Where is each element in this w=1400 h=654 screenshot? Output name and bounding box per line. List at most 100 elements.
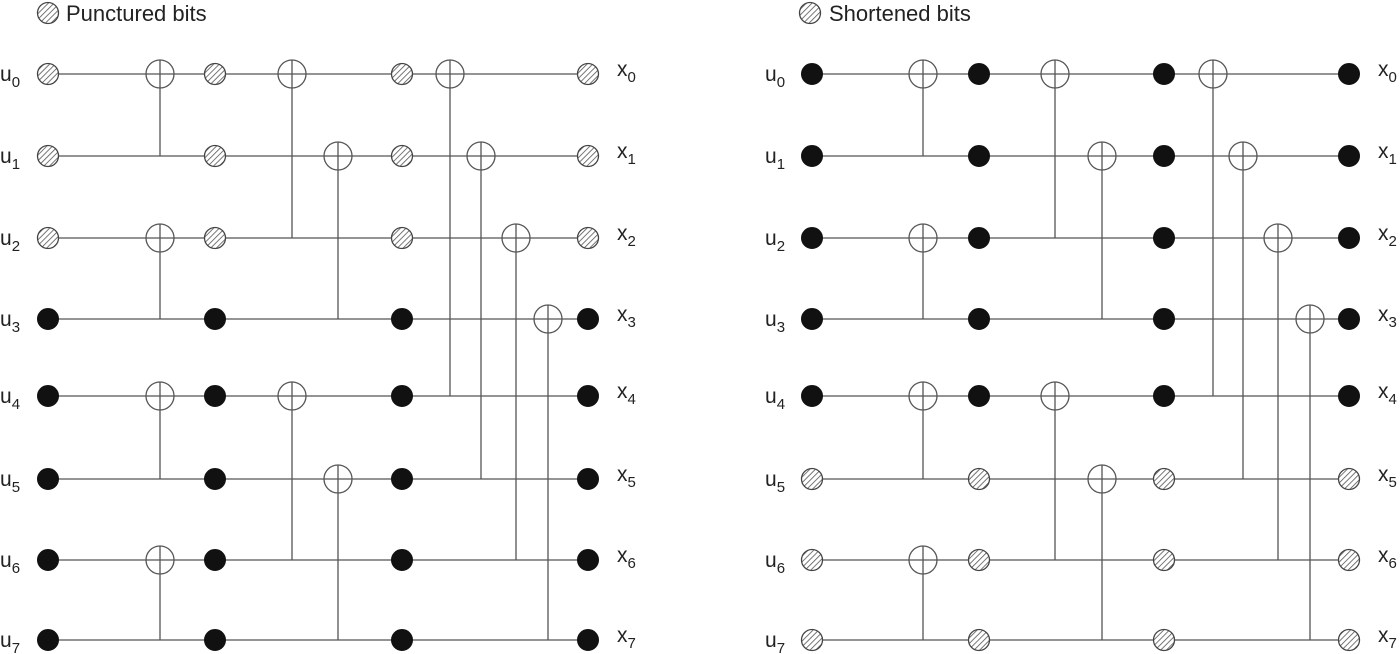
punctured-bit-node (390, 144, 414, 168)
xor-gate-icon (1087, 141, 1117, 171)
output-label: x5 (1378, 463, 1397, 491)
xor-gate-icon (277, 59, 307, 89)
shortened-bit-node (967, 628, 991, 652)
output-label: x2 (617, 222, 636, 250)
bit-node (391, 468, 413, 490)
shortened-bit-node (1152, 548, 1176, 572)
punctured-bit-node (36, 62, 60, 86)
xor-gate-icon (908, 381, 938, 411)
diagram-shortened: Shortened bitsu0x0u1x1u2x2u3x3u4x4u5x5u6… (765, 1, 1397, 654)
horizontal-wires (48, 73, 588, 641)
bit-node (968, 145, 990, 167)
bit-node (1338, 227, 1360, 249)
bit-node (801, 145, 823, 167)
legend: Shortened bits (798, 1, 971, 26)
bit-node (391, 385, 413, 407)
bit-node (801, 308, 823, 330)
diagram-punctured: Punctured bitsu0x0u1x1u2x2u3x3u4x4u5x5u6… (0, 1, 636, 654)
xor-gate-icon (908, 545, 938, 575)
xor-gate-icon (435, 59, 465, 89)
output-label: x3 (617, 303, 636, 331)
bit-node (391, 629, 413, 651)
bit-node (577, 629, 599, 651)
output-label: x0 (617, 58, 636, 86)
xor-gate-icon (323, 141, 353, 171)
bit-node (801, 63, 823, 85)
output-label: x7 (617, 624, 636, 652)
xor-gate-icon (323, 464, 353, 494)
bit-node (968, 227, 990, 249)
input-label: u3 (0, 308, 20, 336)
input-label: u6 (765, 549, 785, 577)
output-label: x6 (1378, 544, 1397, 572)
punctured-bit-node (576, 226, 600, 250)
shortened-bit-node (967, 548, 991, 572)
bit-node (1338, 63, 1360, 85)
xor-gate-icon (277, 381, 307, 411)
shortened-bit-node (800, 467, 824, 491)
shortened-bit-node (1337, 467, 1361, 491)
bit-node (1153, 227, 1175, 249)
stage-1 (277, 59, 353, 640)
bit-node (1153, 63, 1175, 85)
output-label: x6 (617, 544, 636, 572)
input-label: u6 (0, 549, 20, 577)
bit-node (1153, 385, 1175, 407)
input-label: u3 (765, 308, 785, 336)
bit-node (204, 385, 226, 407)
xor-gate-icon (1040, 59, 1070, 89)
horizontal-wires (812, 73, 1349, 641)
punctured-bit-node (390, 226, 414, 250)
xor-gate-icon (145, 59, 175, 89)
output-label: x4 (1378, 380, 1397, 408)
xor-gate-icon (1087, 464, 1117, 494)
xor-gate-icon (908, 223, 938, 253)
bit-node (1153, 308, 1175, 330)
output-label: x0 (1378, 58, 1397, 86)
bit-node (577, 308, 599, 330)
output-label: x1 (1378, 140, 1397, 168)
shortened-bit-node (1152, 628, 1176, 652)
shortened-bit-node (800, 628, 824, 652)
punctured-bit-node (390, 62, 414, 86)
output-label: x4 (617, 380, 636, 408)
punctured-bit-node (36, 226, 60, 250)
shortened-bit-node (1152, 467, 1176, 491)
bit-nodes (800, 63, 1361, 652)
legend-label: Shortened bits (829, 1, 971, 26)
input-label: u1 (765, 145, 785, 173)
bit-node (577, 385, 599, 407)
xor-gate-icon (533, 304, 563, 334)
bit-node (204, 468, 226, 490)
xor-gate-icon (1295, 304, 1325, 334)
bit-node (577, 549, 599, 571)
xor-gate-icon (1228, 141, 1258, 171)
bit-node (801, 385, 823, 407)
shortened-bit-node (800, 548, 824, 572)
xor-gate-icon (466, 141, 496, 171)
xor-gate-icon (1263, 223, 1293, 253)
shortened-bit-node (1337, 548, 1361, 572)
input-label: u4 (0, 385, 20, 413)
punctured-bit-node (36, 144, 60, 168)
input-label: u5 (765, 468, 785, 496)
punctured-bit-node (203, 62, 227, 86)
bit-node (37, 468, 59, 490)
input-label: u1 (0, 145, 20, 173)
bit-node (577, 468, 599, 490)
bit-node (204, 549, 226, 571)
legend-hatched-bit-icon (798, 1, 822, 25)
stage-1 (1040, 59, 1117, 640)
input-label: u7 (765, 629, 785, 654)
bit-node (968, 308, 990, 330)
bit-node (204, 308, 226, 330)
output-label: x7 (1378, 624, 1397, 652)
input-label: u0 (0, 63, 20, 91)
bit-node (968, 63, 990, 85)
output-label: x5 (617, 463, 636, 491)
punctured-bit-node (576, 62, 600, 86)
xor-gate-icon (145, 223, 175, 253)
bit-node (391, 308, 413, 330)
